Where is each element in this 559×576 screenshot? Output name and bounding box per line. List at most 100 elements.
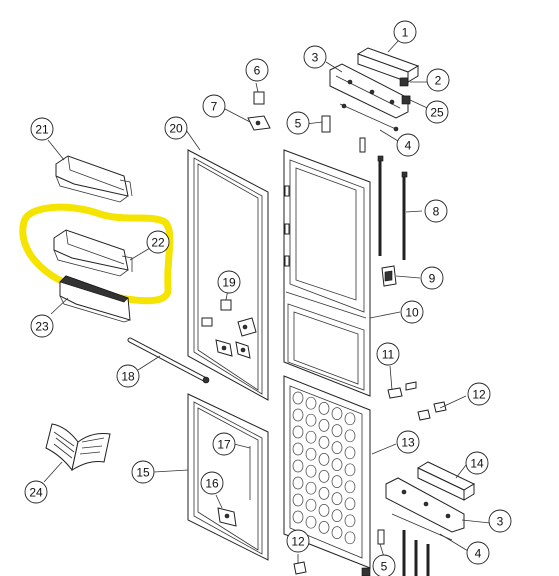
door-dimple — [344, 412, 356, 426]
hinge-bracket-3-lower — [385, 477, 465, 533]
door-dimple — [305, 413, 317, 427]
callout-circle — [245, 58, 269, 82]
door-dimple — [318, 436, 330, 449]
callout-circle — [202, 94, 226, 118]
callout-number: 24 — [29, 486, 43, 500]
callout-13: 13 — [396, 430, 420, 454]
callout-22: 22 — [146, 230, 170, 254]
door-dimple — [331, 526, 343, 539]
door-dimple — [344, 497, 356, 511]
door-dimples — [292, 391, 356, 545]
callout-number: 9 — [429, 272, 436, 286]
door-dimple — [318, 521, 330, 534]
callout-circle — [164, 116, 188, 140]
hinge-12-mid — [417, 401, 447, 421]
callout-circle — [212, 432, 236, 456]
door-dimple — [331, 475, 343, 488]
callout-number: 7 — [211, 100, 218, 114]
callout-circle — [372, 554, 396, 576]
door-dimple — [305, 515, 317, 529]
callout-circle — [131, 460, 155, 484]
callout-circle — [466, 541, 490, 565]
lower-door-panel-13 — [283, 375, 371, 569]
callout-number: 5 — [381, 560, 388, 574]
callout-circle — [465, 451, 489, 475]
callout-number: 13 — [401, 436, 415, 450]
screw-5-upper — [321, 115, 366, 153]
lower-door-gasket-15 — [187, 393, 269, 561]
door-dimple — [331, 407, 343, 420]
callout-number: 11 — [382, 348, 395, 362]
callout-number: 18 — [121, 370, 135, 384]
callout-number: 4 — [405, 139, 412, 153]
hinge-parts-19 — [201, 299, 257, 359]
callout-5b: 5 — [372, 554, 396, 576]
callout-number: 20 — [169, 122, 183, 136]
callout-number: 22 — [151, 236, 165, 250]
callout-23: 23 — [30, 314, 54, 338]
callout-16: 16 — [200, 471, 224, 495]
door-dimple — [318, 453, 330, 466]
callout-circle — [424, 199, 448, 223]
door-dimple — [318, 470, 330, 483]
callout-number: 2 — [435, 74, 442, 88]
callout-2: 2 — [426, 68, 450, 92]
manual-book-24 — [45, 423, 111, 472]
door-dimple — [305, 430, 317, 444]
hinge-11 — [387, 381, 417, 399]
door-dimple — [292, 425, 304, 439]
callout-circle — [217, 270, 241, 294]
door-dimple — [305, 498, 317, 512]
door-dimple — [292, 476, 304, 490]
door-dimple — [318, 504, 330, 517]
callout-14: 14 — [465, 451, 489, 475]
callout-circle — [30, 117, 54, 141]
callout-25: 25 — [425, 100, 449, 124]
callout-number: 12 — [472, 388, 486, 402]
callout-3b: 3 — [488, 509, 512, 533]
callout-number: 14 — [470, 457, 484, 471]
callout-1: 1 — [393, 20, 417, 44]
door-dimple — [305, 464, 317, 478]
callout-number: 3 — [312, 51, 319, 65]
callout-circle — [396, 430, 420, 454]
latch-9 — [381, 265, 397, 287]
callout-number: 16 — [205, 477, 219, 491]
door-dimple — [344, 463, 356, 477]
callout-circle — [200, 471, 224, 495]
callout-number: 12 — [291, 535, 305, 549]
door-dimple — [318, 487, 330, 500]
door-dimple — [344, 480, 356, 494]
callout-number: 10 — [405, 306, 419, 320]
hinge-7 — [247, 115, 271, 131]
highlight-marker — [19, 203, 174, 305]
callout-circle — [467, 382, 491, 406]
callout-3a: 3 — [303, 45, 327, 69]
callout-circle — [146, 230, 170, 254]
callout-17: 17 — [212, 432, 236, 456]
door-dimple — [292, 408, 304, 422]
callout-4b: 4 — [466, 541, 490, 565]
callout-7: 7 — [202, 94, 226, 118]
pin-25 — [401, 95, 411, 105]
callout-number: 21 — [35, 123, 49, 137]
callout-number: 15 — [136, 466, 150, 480]
door-dimple — [305, 481, 317, 495]
door-dimple — [318, 402, 330, 415]
hinge-12-bottom — [293, 561, 307, 575]
callout-number: 25 — [430, 106, 444, 120]
callout-10: 10 — [400, 300, 424, 324]
door-dimple — [305, 447, 317, 461]
callout-circle — [116, 364, 140, 388]
callout-circle — [425, 100, 449, 124]
callout-number: 4 — [475, 547, 482, 561]
upper-door-panel-10 — [283, 149, 371, 397]
callout-12a: 12 — [467, 382, 491, 406]
callout-number: 5 — [295, 117, 302, 131]
door-dimple — [331, 492, 343, 505]
door-dimple — [318, 419, 330, 432]
door-dimple — [292, 459, 304, 473]
callout-circle — [488, 509, 512, 533]
callout-circle — [393, 20, 417, 44]
